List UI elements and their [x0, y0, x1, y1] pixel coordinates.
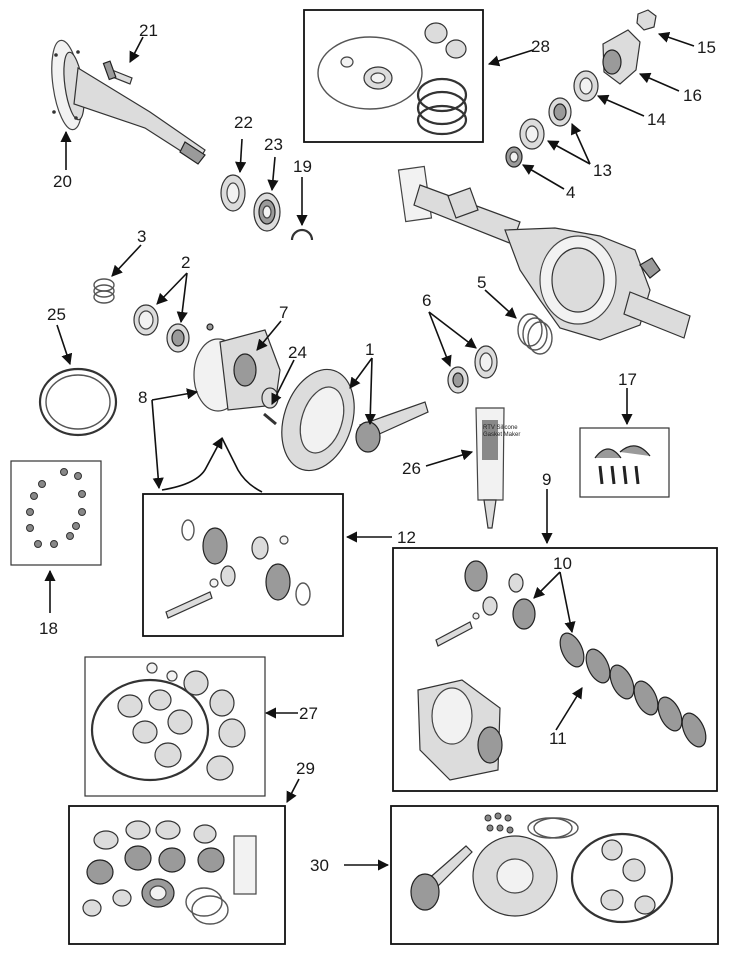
callout-20: 20: [53, 172, 72, 191]
callout-11: 11: [549, 729, 567, 748]
callout-5: 5: [477, 273, 486, 292]
pinion-nut: [636, 9, 657, 31]
ring-and-pinion: [281, 368, 429, 472]
callout-13: 13: [593, 161, 612, 180]
limited-slip-kit-parts: [417, 560, 536, 781]
sealant-tube-label-line2: Gasket Maker: [483, 432, 520, 438]
pinion-yoke: [602, 29, 641, 85]
pinion-bearing-set: [447, 345, 498, 394]
callout-19: 19: [293, 157, 312, 176]
callout-1: 1: [365, 340, 374, 359]
callout-23: 23: [264, 135, 283, 154]
callout-2: 2: [181, 253, 190, 272]
pinion-collapsible-spacer: [505, 146, 523, 168]
spider-gear-kit-parts: [165, 519, 311, 619]
sealant-tube-label-line1: RTV Silicone: [483, 425, 518, 431]
master-overhaul-kit-parts: [90, 662, 246, 782]
u-joint-straps: [594, 445, 651, 485]
callout-12: 12: [397, 528, 416, 547]
pinion-bearing: [519, 97, 572, 150]
callout-17: 17: [618, 370, 637, 389]
callout-24: 24: [288, 343, 307, 362]
pinion-seal: [573, 70, 599, 102]
callout-25: 25: [47, 305, 66, 324]
sealant-tube: RTV Silicone Gasket Maker: [475, 407, 520, 529]
kit-box-17: [579, 427, 670, 498]
callout-26: 26: [402, 459, 421, 478]
callout-7: 7: [279, 303, 288, 322]
callout-6: 6: [422, 291, 431, 310]
callout-27: 27: [299, 704, 318, 723]
kit-box-28: [303, 9, 484, 143]
callout-14: 14: [647, 110, 666, 129]
cross-shaft-pin: [263, 412, 277, 426]
kit-box-18: [10, 460, 102, 566]
ring-pinion-install-kit-parts: [410, 812, 674, 924]
callout-30: 30: [310, 856, 329, 875]
axle-seal: [220, 174, 246, 212]
callout-29: 29: [296, 759, 315, 778]
callout-9: 9: [542, 470, 551, 489]
callout-22: 22: [234, 113, 253, 132]
callout-4: 4: [566, 183, 575, 202]
callout-8: 8: [138, 388, 147, 407]
bearing-kit-parts: [82, 820, 257, 925]
axle-housing: [397, 165, 691, 341]
cover-bolts: [26, 468, 86, 548]
wheel-stud: [102, 60, 133, 85]
crush-sleeve: [517, 313, 553, 355]
callout-28: 28: [531, 37, 550, 56]
c-clip: [290, 228, 314, 241]
leader-lines: [44, 31, 695, 871]
callout-3: 3: [137, 227, 146, 246]
gasket-seal-kit-parts: [317, 22, 468, 136]
callout-15: 15: [697, 38, 716, 57]
pinion-spacer: [93, 278, 115, 304]
callout-18: 18: [39, 619, 58, 638]
callout-16: 16: [683, 86, 702, 105]
cover-gasket: [38, 367, 118, 437]
callout-21: 21: [139, 21, 158, 40]
clutch-plates: [559, 632, 707, 748]
axle-bearing: [253, 192, 281, 232]
axle-shaft: [51, 39, 206, 165]
carrier-bearings: [133, 304, 190, 353]
callout-10: 10: [553, 554, 572, 573]
